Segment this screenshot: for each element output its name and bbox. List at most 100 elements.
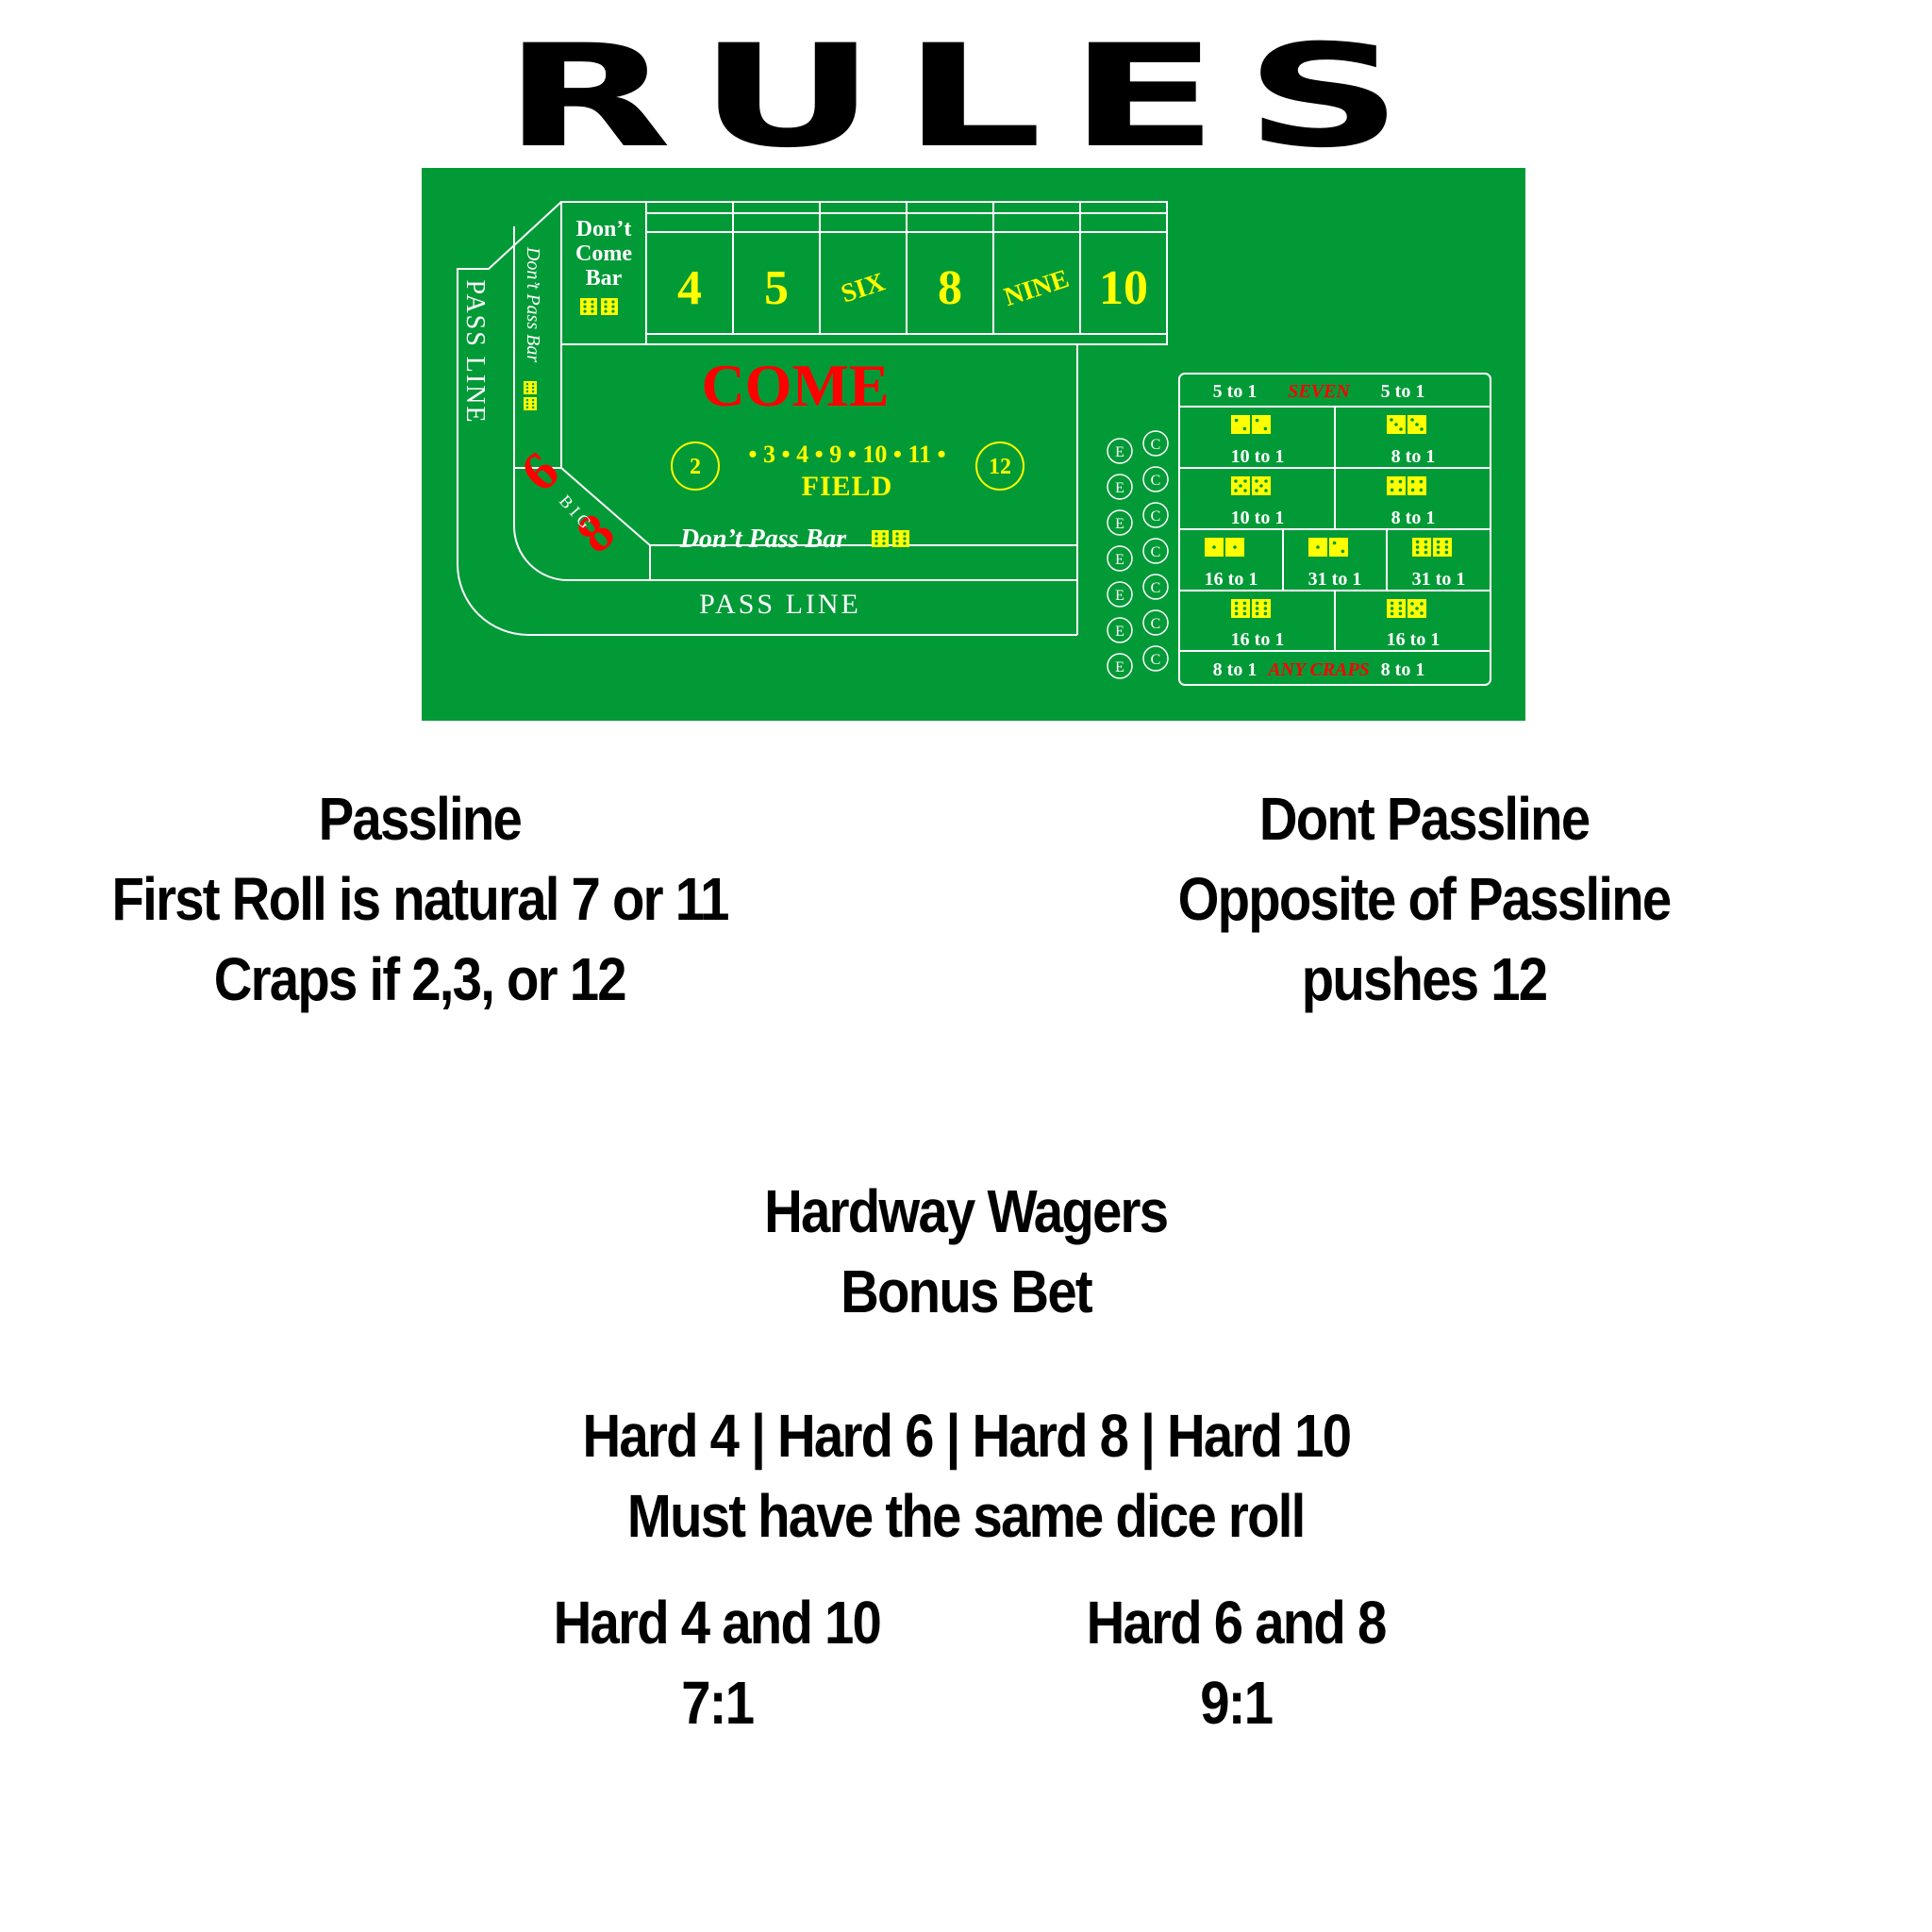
die-pip bbox=[525, 402, 529, 406]
die-pip bbox=[1390, 607, 1394, 610]
horn-e-circle-label: E bbox=[1115, 659, 1124, 675]
die-pip bbox=[882, 532, 886, 536]
horn-e-circle[interactable] bbox=[1107, 509, 1133, 536]
die-pip bbox=[1234, 601, 1239, 606]
felt bbox=[422, 168, 1525, 721]
die-pip bbox=[525, 398, 529, 402]
dont-passline-rules: Dont Passline Opposite of Passline pushe… bbox=[1000, 779, 1849, 1020]
come-label[interactable]: COME bbox=[701, 352, 889, 419]
die-pip bbox=[611, 305, 615, 308]
horn-e-circle[interactable] bbox=[1107, 545, 1133, 572]
die-icon bbox=[1412, 538, 1431, 557]
die-pip bbox=[1436, 540, 1441, 544]
any-craps-right-odds: 8 to 1 bbox=[1381, 659, 1425, 680]
die-pip bbox=[1410, 611, 1414, 615]
die-pip bbox=[1390, 601, 1394, 606]
die-pip bbox=[1419, 488, 1424, 492]
horn-e-circle-label: E bbox=[1115, 552, 1124, 568]
die-pip bbox=[882, 541, 886, 545]
horn-c-circle[interactable] bbox=[1142, 574, 1169, 600]
die-pip bbox=[1398, 479, 1403, 484]
die-pip bbox=[1410, 479, 1415, 484]
hardway-note: Must have the same dice roll bbox=[627, 1482, 1306, 1551]
die-pip bbox=[1264, 489, 1268, 492]
die-icon bbox=[1433, 538, 1452, 557]
horn-e-circle-label: E bbox=[1115, 588, 1124, 604]
dont-passline-line-2: pushes 12 bbox=[1302, 945, 1548, 1014]
page-title: RULES bbox=[503, 15, 1429, 179]
pass-line[interactable]: PASS LINE bbox=[699, 589, 861, 620]
die-pip bbox=[1341, 549, 1345, 554]
die-pip bbox=[1242, 426, 1247, 431]
dont-come-bar-1: Don’t bbox=[576, 217, 632, 242]
horn-c-circle[interactable] bbox=[1142, 538, 1169, 564]
hard-6-8-odds: 9:1 bbox=[1199, 1669, 1274, 1738]
prop-odds: 8 to 1 bbox=[1391, 446, 1436, 467]
horn-e-circle[interactable] bbox=[1107, 438, 1133, 464]
horn-c-circle[interactable] bbox=[1142, 430, 1169, 457]
place-8[interactable]: 8 bbox=[938, 261, 962, 315]
prop-odds: 31 to 1 bbox=[1412, 569, 1466, 590]
horn-c-circle[interactable] bbox=[1142, 609, 1169, 636]
die-icon bbox=[1252, 415, 1271, 434]
field-label[interactable]: FIELD bbox=[802, 471, 893, 502]
horn-c-circle[interactable] bbox=[1142, 466, 1169, 492]
die-icon bbox=[1407, 476, 1426, 495]
hardway-right: Hard 6 and 8 9:1 bbox=[953, 1583, 1519, 1743]
die-pip bbox=[583, 300, 587, 304]
die-pip bbox=[1410, 488, 1415, 492]
seven-label[interactable]: SEVEN bbox=[1288, 381, 1351, 402]
die-pip bbox=[1212, 545, 1216, 549]
die-pip bbox=[1263, 607, 1268, 610]
place-4[interactable]: 4 bbox=[677, 261, 702, 315]
die-pip bbox=[531, 398, 535, 402]
horn-e-circle[interactable] bbox=[1107, 617, 1133, 643]
horn-c-circle-label: C bbox=[1151, 544, 1161, 560]
pass-line-vertical: PASS LINE bbox=[460, 279, 490, 424]
die-pip bbox=[1424, 550, 1428, 555]
die-pip bbox=[1390, 479, 1394, 484]
horn-e-circle[interactable] bbox=[1107, 581, 1133, 608]
die-pip bbox=[591, 305, 594, 308]
die-icon bbox=[1231, 415, 1250, 434]
dont-passline-heading: Dont Passline bbox=[1259, 785, 1591, 853]
dont-pass-bar[interactable]: Don’t Pass Bar bbox=[679, 525, 847, 554]
horn-e-circle[interactable] bbox=[1107, 474, 1133, 500]
die-pip bbox=[1415, 550, 1420, 555]
die-pip bbox=[1419, 479, 1424, 484]
die-pip bbox=[1239, 484, 1242, 488]
die-pip bbox=[1398, 607, 1403, 610]
die-icon bbox=[524, 381, 537, 394]
horn-c-circle[interactable] bbox=[1142, 502, 1169, 528]
die-pip bbox=[604, 300, 608, 304]
die-pip bbox=[874, 537, 878, 541]
die-pip bbox=[1255, 489, 1258, 492]
die-pip bbox=[1444, 540, 1449, 544]
place-5[interactable]: 5 bbox=[764, 261, 789, 315]
prop-odds: 16 to 1 bbox=[1205, 569, 1258, 590]
die-pip bbox=[531, 402, 535, 406]
die-icon bbox=[872, 530, 889, 547]
die-pip bbox=[525, 386, 529, 390]
seven-right-odds: 5 to 1 bbox=[1381, 381, 1425, 402]
die-pip bbox=[1233, 545, 1237, 549]
horn-e-circle-label: E bbox=[1115, 624, 1124, 640]
die-pip bbox=[874, 541, 878, 545]
horn-c-circle-label: C bbox=[1151, 437, 1161, 453]
die-pip bbox=[1332, 541, 1337, 545]
die-pip bbox=[1398, 601, 1403, 606]
place-10[interactable]: 10 bbox=[1099, 261, 1148, 315]
field-2: 2 bbox=[690, 455, 701, 479]
die-pip bbox=[903, 541, 907, 545]
hardway-subheading: Bonus Bet bbox=[841, 1257, 1093, 1326]
die-pip bbox=[895, 532, 899, 536]
any-craps-label[interactable]: ANY CRAPS bbox=[1266, 659, 1370, 680]
horn-e-circle[interactable] bbox=[1107, 653, 1133, 679]
die-pip bbox=[1242, 601, 1247, 606]
passline-heading: Passline bbox=[318, 785, 523, 853]
die-pip bbox=[1234, 489, 1238, 492]
die-pip bbox=[895, 537, 899, 541]
horn-c-circle[interactable] bbox=[1142, 645, 1169, 672]
die-pip bbox=[1398, 611, 1403, 616]
